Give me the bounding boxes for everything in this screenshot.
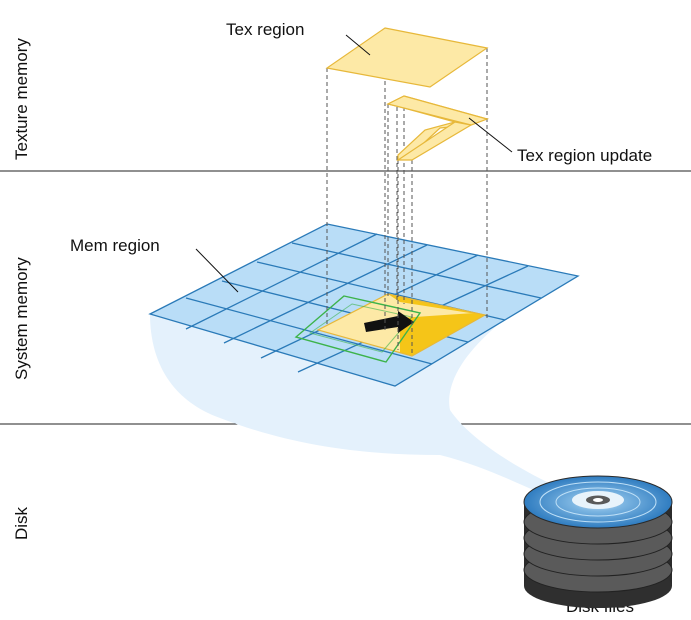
label-tex-region-update: Tex region update <box>517 146 652 165</box>
label-mem-region: Mem region <box>70 236 160 255</box>
view-window-inner <box>308 303 413 353</box>
leader-tex-region-update <box>468 117 513 153</box>
section-label-system-memory: System memory <box>12 257 31 380</box>
section-label-texture-memory: Texture memory <box>12 38 31 160</box>
tex-region-plane <box>325 27 489 88</box>
label-tex-region: Tex region <box>226 20 304 39</box>
leader-tex-region <box>345 34 371 56</box>
projection-lines <box>326 48 488 356</box>
disk-stack-icon <box>523 475 673 608</box>
view-window-outline <box>294 295 422 363</box>
section-label-disk: Disk <box>12 506 31 540</box>
move-arrow-icon <box>364 311 414 333</box>
leader-mem-region <box>195 248 239 293</box>
